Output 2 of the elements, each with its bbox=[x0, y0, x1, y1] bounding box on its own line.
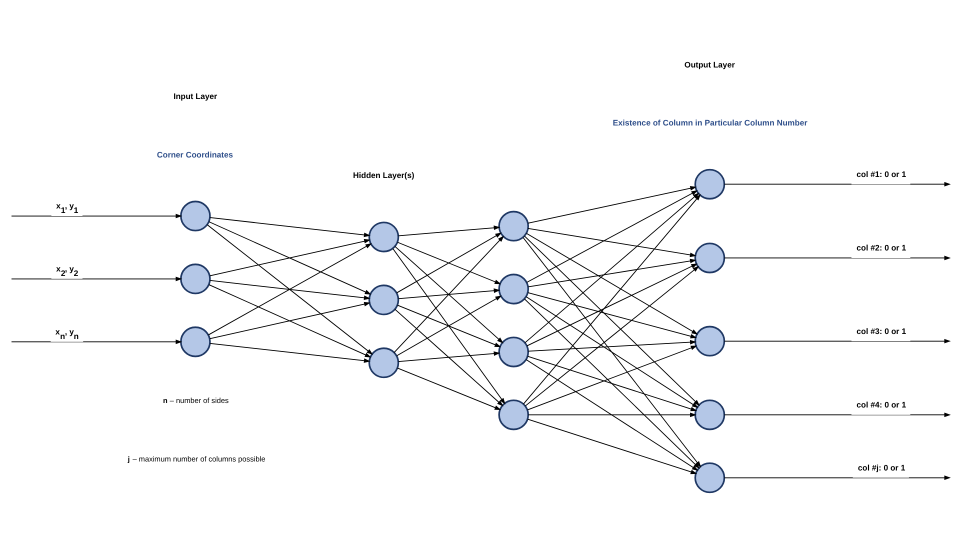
label: n – number of sides bbox=[162, 396, 229, 406]
label: j – maximum number of columns possible bbox=[128, 454, 266, 464]
